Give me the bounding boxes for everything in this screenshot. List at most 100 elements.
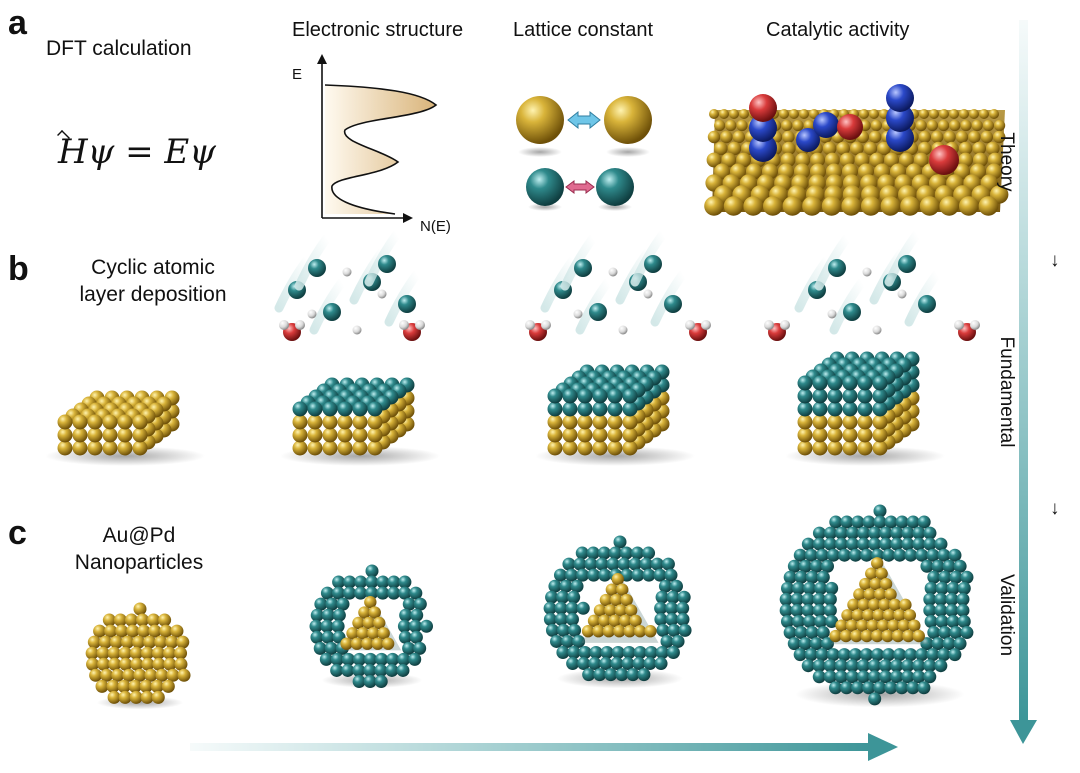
palladium-atom (812, 592, 826, 606)
palladium-atom (545, 623, 559, 637)
gold-core-atom (361, 637, 374, 650)
palladium-atom (376, 586, 390, 600)
palladium-atom (879, 537, 893, 551)
palladium-atom (792, 615, 806, 628)
palladium-atom (309, 619, 323, 633)
palladium-atom (292, 401, 308, 417)
palladium-atom (840, 681, 854, 695)
gold-core-atom (371, 637, 384, 650)
palladium-atom (677, 590, 691, 604)
palladium-atom (825, 581, 839, 595)
palladium-atom (665, 601, 679, 615)
palladium-atom (604, 668, 618, 682)
gold-atom (842, 440, 858, 456)
precursor-trail (560, 233, 598, 291)
water-hydrogen (415, 320, 425, 330)
palladium-atom (890, 526, 904, 540)
surface-atom (989, 109, 999, 119)
gold-atom (139, 679, 153, 693)
equation-rest: ψ = Eψ (87, 132, 216, 172)
surface-atom (869, 109, 879, 119)
palladium-atom (823, 526, 837, 540)
hydrogen-atom (342, 267, 352, 277)
ald-slabs (45, 229, 980, 466)
palladium-atom (953, 559, 967, 573)
palladium-precursor (323, 303, 341, 321)
palladium-atom (557, 623, 571, 637)
palladium-atom (912, 670, 926, 684)
catalytic-activity-label: Catalytic activity (766, 19, 910, 41)
surface-atom (877, 141, 891, 156)
palladium-atom (912, 526, 926, 540)
palladium-atom (607, 401, 623, 417)
palladium-atom (572, 634, 586, 648)
palladium-atom (868, 537, 882, 551)
gold-atom (109, 635, 123, 649)
gold-core-atom (599, 593, 613, 607)
palladium-atom (879, 526, 893, 540)
gold-atom (562, 427, 578, 443)
gold-atom (352, 414, 368, 430)
ald-label-line2: layer deposition (79, 283, 227, 307)
palladium-atom (920, 559, 934, 573)
palladium-atom (387, 586, 401, 600)
palladium-atom (589, 646, 603, 659)
palladium-atom (829, 515, 843, 529)
gold-core-atom (587, 614, 601, 627)
palladium-atom (556, 646, 570, 659)
gold-atom (159, 624, 173, 638)
gold-core-atom (888, 598, 902, 612)
palladium-atom (895, 515, 909, 529)
gold-atom (57, 414, 73, 430)
palladium-atom (935, 615, 949, 628)
palladium-atom (586, 546, 600, 560)
palladium-atom (331, 586, 345, 600)
palladium-atom (798, 637, 812, 651)
gold-atom (140, 646, 154, 660)
dft-calculation-label: DFT calculation (46, 37, 192, 60)
palladium-atom (823, 603, 837, 617)
nitrogen-atom (796, 128, 820, 152)
vertical-flow-arrow (1010, 20, 1037, 744)
palladium-atom (644, 646, 658, 659)
gold-atom (322, 427, 338, 443)
gold-atom (93, 624, 107, 638)
surface-atom (721, 152, 737, 168)
gold-core-atom (613, 625, 626, 638)
palladium-atom (321, 608, 335, 622)
precursor-trail (575, 277, 613, 335)
gold-core-atom (887, 619, 900, 632)
palladium-atom (801, 592, 815, 606)
nitrogen-atom (886, 124, 914, 152)
hydrogen-atom (897, 289, 907, 299)
palladium-atom (642, 546, 656, 560)
gold-atom (292, 440, 308, 456)
palladium-atom (622, 388, 638, 404)
palladium-atom (320, 619, 334, 633)
gold-core-atom (839, 629, 853, 643)
surface-atom (926, 119, 939, 132)
gold-core-atom (619, 614, 632, 627)
gold-atom (117, 679, 131, 693)
palladium-atom (872, 401, 888, 417)
palladium-atom (676, 601, 690, 615)
palladium-atom (825, 615, 839, 628)
surface-atom (795, 152, 811, 168)
gold-core-atom (841, 609, 854, 622)
palladium-atom (912, 537, 926, 551)
palladium-atom (842, 388, 858, 404)
surface-atom (719, 109, 729, 119)
palladium-atom (565, 601, 579, 615)
side-label-validation: Validation (996, 573, 1017, 657)
palladium-atom (816, 626, 830, 640)
palladium-atom (868, 670, 882, 684)
palladium-atom (671, 634, 685, 648)
palladium-atom (656, 623, 670, 637)
gold-atom (812, 440, 828, 456)
gold-atom (857, 440, 873, 456)
palladium-precursor (898, 255, 916, 273)
palladium-atom (655, 590, 669, 604)
gold-core-atom (860, 629, 873, 643)
palladium-atom (343, 586, 357, 600)
palladium-atom (363, 663, 377, 677)
